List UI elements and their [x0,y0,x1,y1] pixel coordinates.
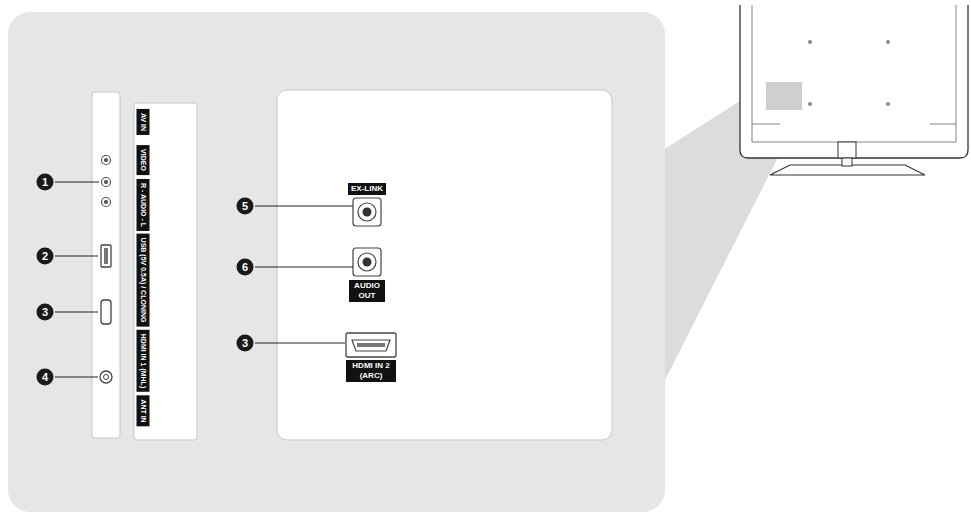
port-name: ANT IN [137,395,150,426]
port-name: HDMI IN 1 (MHL) [137,330,150,392]
leader-line [55,182,99,377]
side-label-strip [134,103,197,440]
rear-port-panel [277,90,612,440]
callout-number: 1 [37,174,54,191]
hdmi-port [352,340,390,351]
callout-number: 3 [237,335,254,352]
hdmi-port [101,300,111,324]
audio-out-jack [363,258,372,267]
port-name: R - AUDIO - L [137,179,150,231]
antenna-port [104,375,109,380]
port-name: VIDEO [137,145,150,175]
port-name: AV IN [137,109,150,135]
hdmi-port [346,333,396,357]
port-name: HDMI IN 2 (ARC) [346,360,396,382]
hdmi-port [357,343,385,347]
port-name: AUDIO OUT [349,280,385,302]
audio-out-jack [353,248,381,276]
tv-rear-thumbnail [740,5,968,175]
usb-port [104,248,108,264]
ex-link-jack [363,208,372,217]
zoom-panel [8,12,665,512]
antenna-port [100,371,112,383]
callout-number: 3 [37,304,54,321]
port-name: USB (5V 0.5A) / CLONING [137,234,150,327]
usb-port [101,245,111,267]
audio-out-jack [358,253,376,271]
leader-line [255,206,353,343]
side-port-strip [92,92,120,438]
ex-link-jack [358,203,376,221]
port-name: EX-LINK [348,183,386,195]
ex-link-jack [353,198,381,226]
callout-number: 6 [237,259,254,276]
callout-number: 2 [37,248,54,265]
callout-number: 4 [37,369,54,386]
av-jacks [102,156,111,207]
callout-number: 5 [237,198,254,215]
